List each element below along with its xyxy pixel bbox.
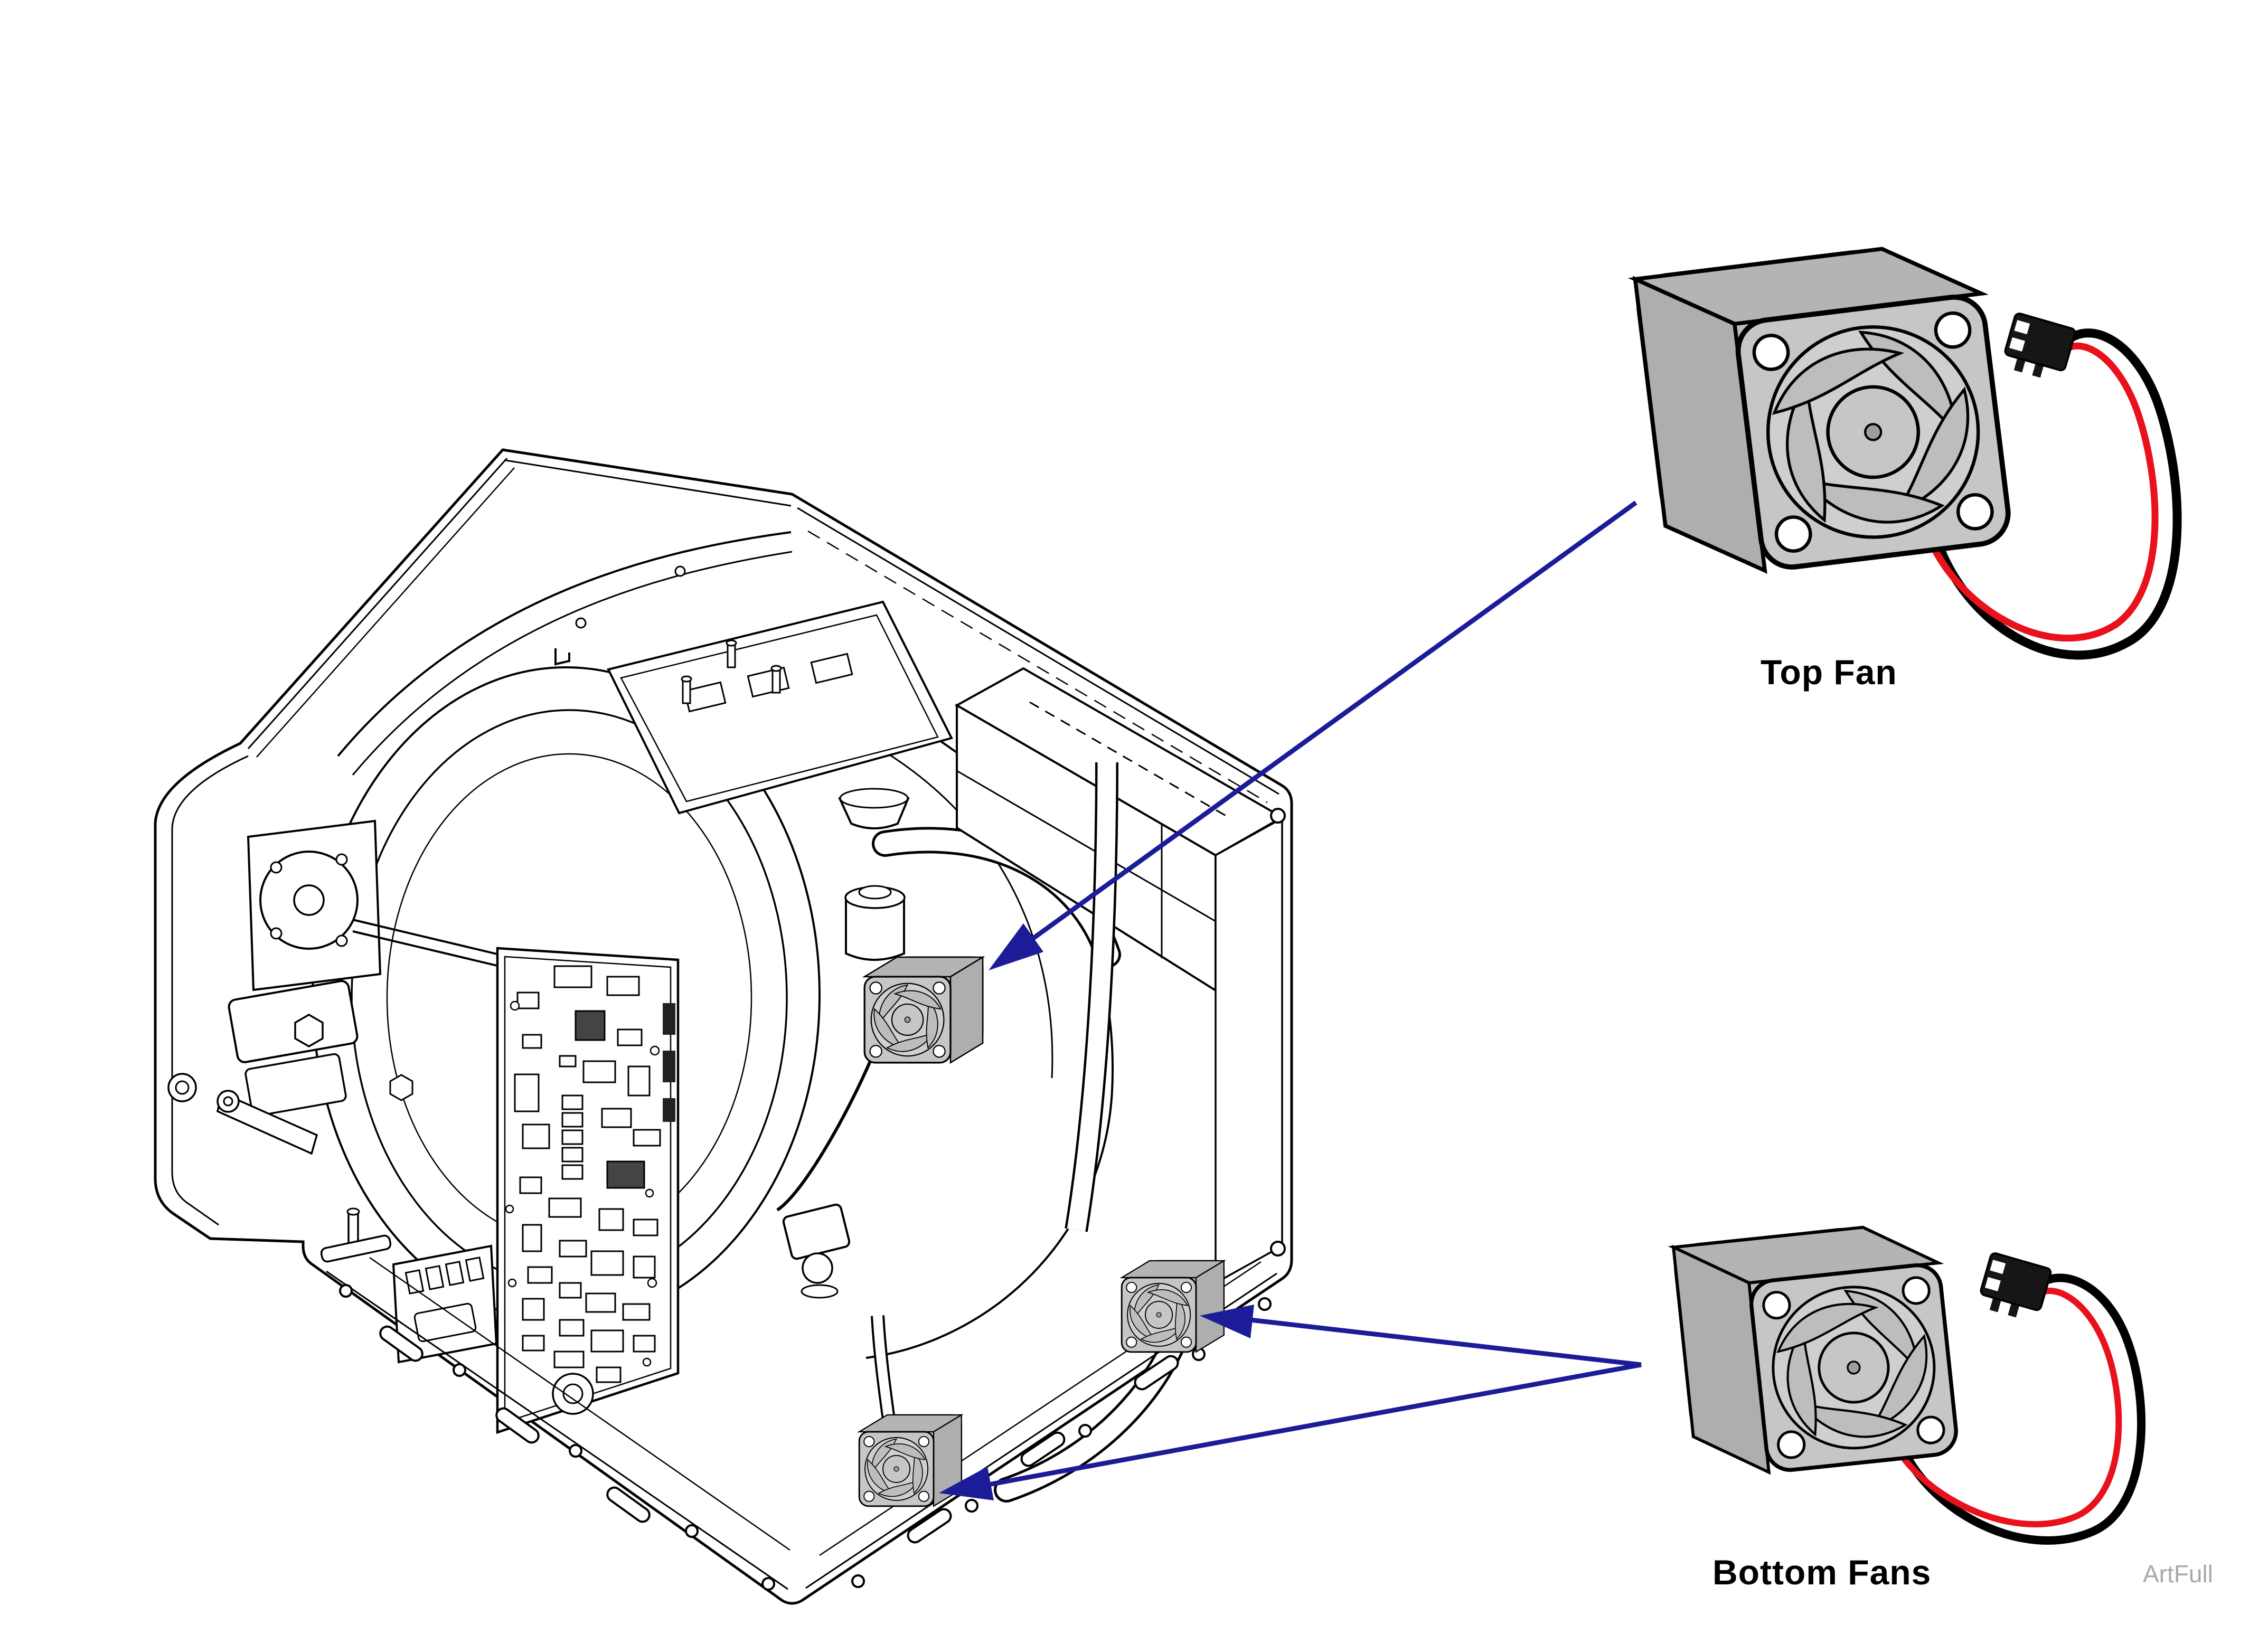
bottom-fans-label: Bottom Fans: [1712, 1553, 1932, 1592]
top-fan-label: Top Fan: [1761, 653, 1897, 692]
top-fan-connector: [1999, 311, 2077, 385]
callout-arrow-top-fan: [989, 500, 1638, 970]
callout-arrow-bottom-fan-front: [939, 1362, 1642, 1500]
bottom-fan-connector: [1975, 1251, 2053, 1325]
installed-bottom-fan-rear: [1121, 1260, 1225, 1355]
top-fan-illustration: [1635, 238, 2182, 660]
bottom-fan-illustration: [1673, 1220, 2146, 1545]
callout-arrow-bottom-fan-rear: [1200, 1305, 1642, 1367]
artfull-watermark: ArtFull: [2143, 1560, 2213, 1588]
machine-illustration: [154, 448, 1293, 1605]
installed-top-fan: [863, 956, 984, 1066]
